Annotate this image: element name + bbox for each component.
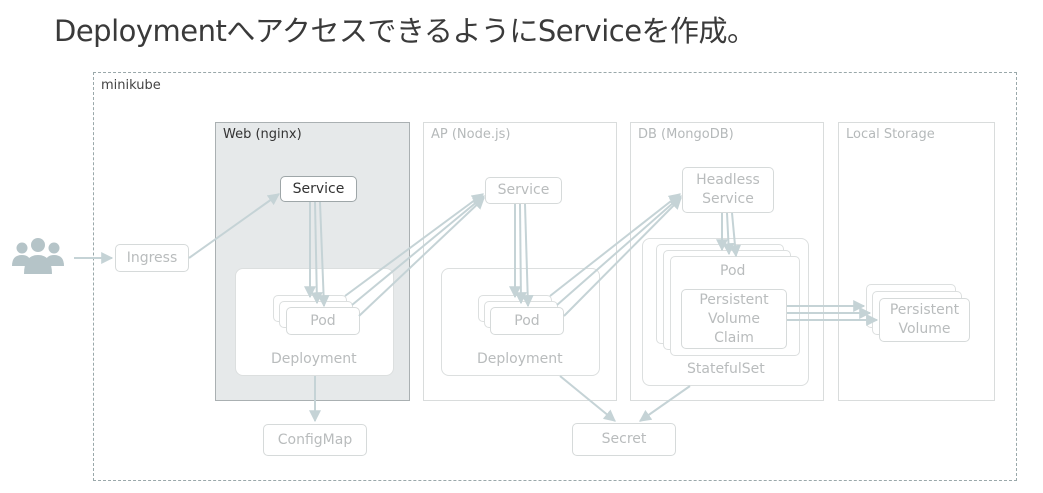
configmap: ConfigMap <box>263 424 367 456</box>
db-pvc: Persistent Volume Claim <box>681 289 787 349</box>
ingress: Ingress <box>115 244 189 272</box>
db-column-label: DB (MongoDB) <box>638 127 734 142</box>
db-headless-service: Headless Service <box>682 167 774 213</box>
local-storage-column-label: Local Storage <box>846 127 935 142</box>
web-service: Service <box>280 176 357 202</box>
ap-deployment-label: Deployment <box>477 351 563 367</box>
local-storage-column: Local Storage <box>838 122 995 401</box>
web-pod: Pod <box>286 307 360 335</box>
minikube-cluster <box>93 72 1017 481</box>
web-column-label: Web (nginx) <box>223 127 302 142</box>
users-icon <box>12 238 64 274</box>
web-deployment-label: Deployment <box>271 351 357 367</box>
db-statefulset-label: StatefulSet <box>687 361 765 377</box>
ap-service: Service <box>485 177 562 204</box>
secret: Secret <box>572 423 676 456</box>
cluster-label: minikube <box>101 78 161 93</box>
persistent-volume: Persistent Volume <box>879 298 970 342</box>
page-title: DeploymentへアクセスできるようにServiceを作成。 <box>54 14 756 48</box>
db-pod-label: Pod <box>720 263 746 279</box>
ap-column-label: AP (Node.js) <box>431 127 511 142</box>
ap-pod: Pod <box>490 307 564 335</box>
